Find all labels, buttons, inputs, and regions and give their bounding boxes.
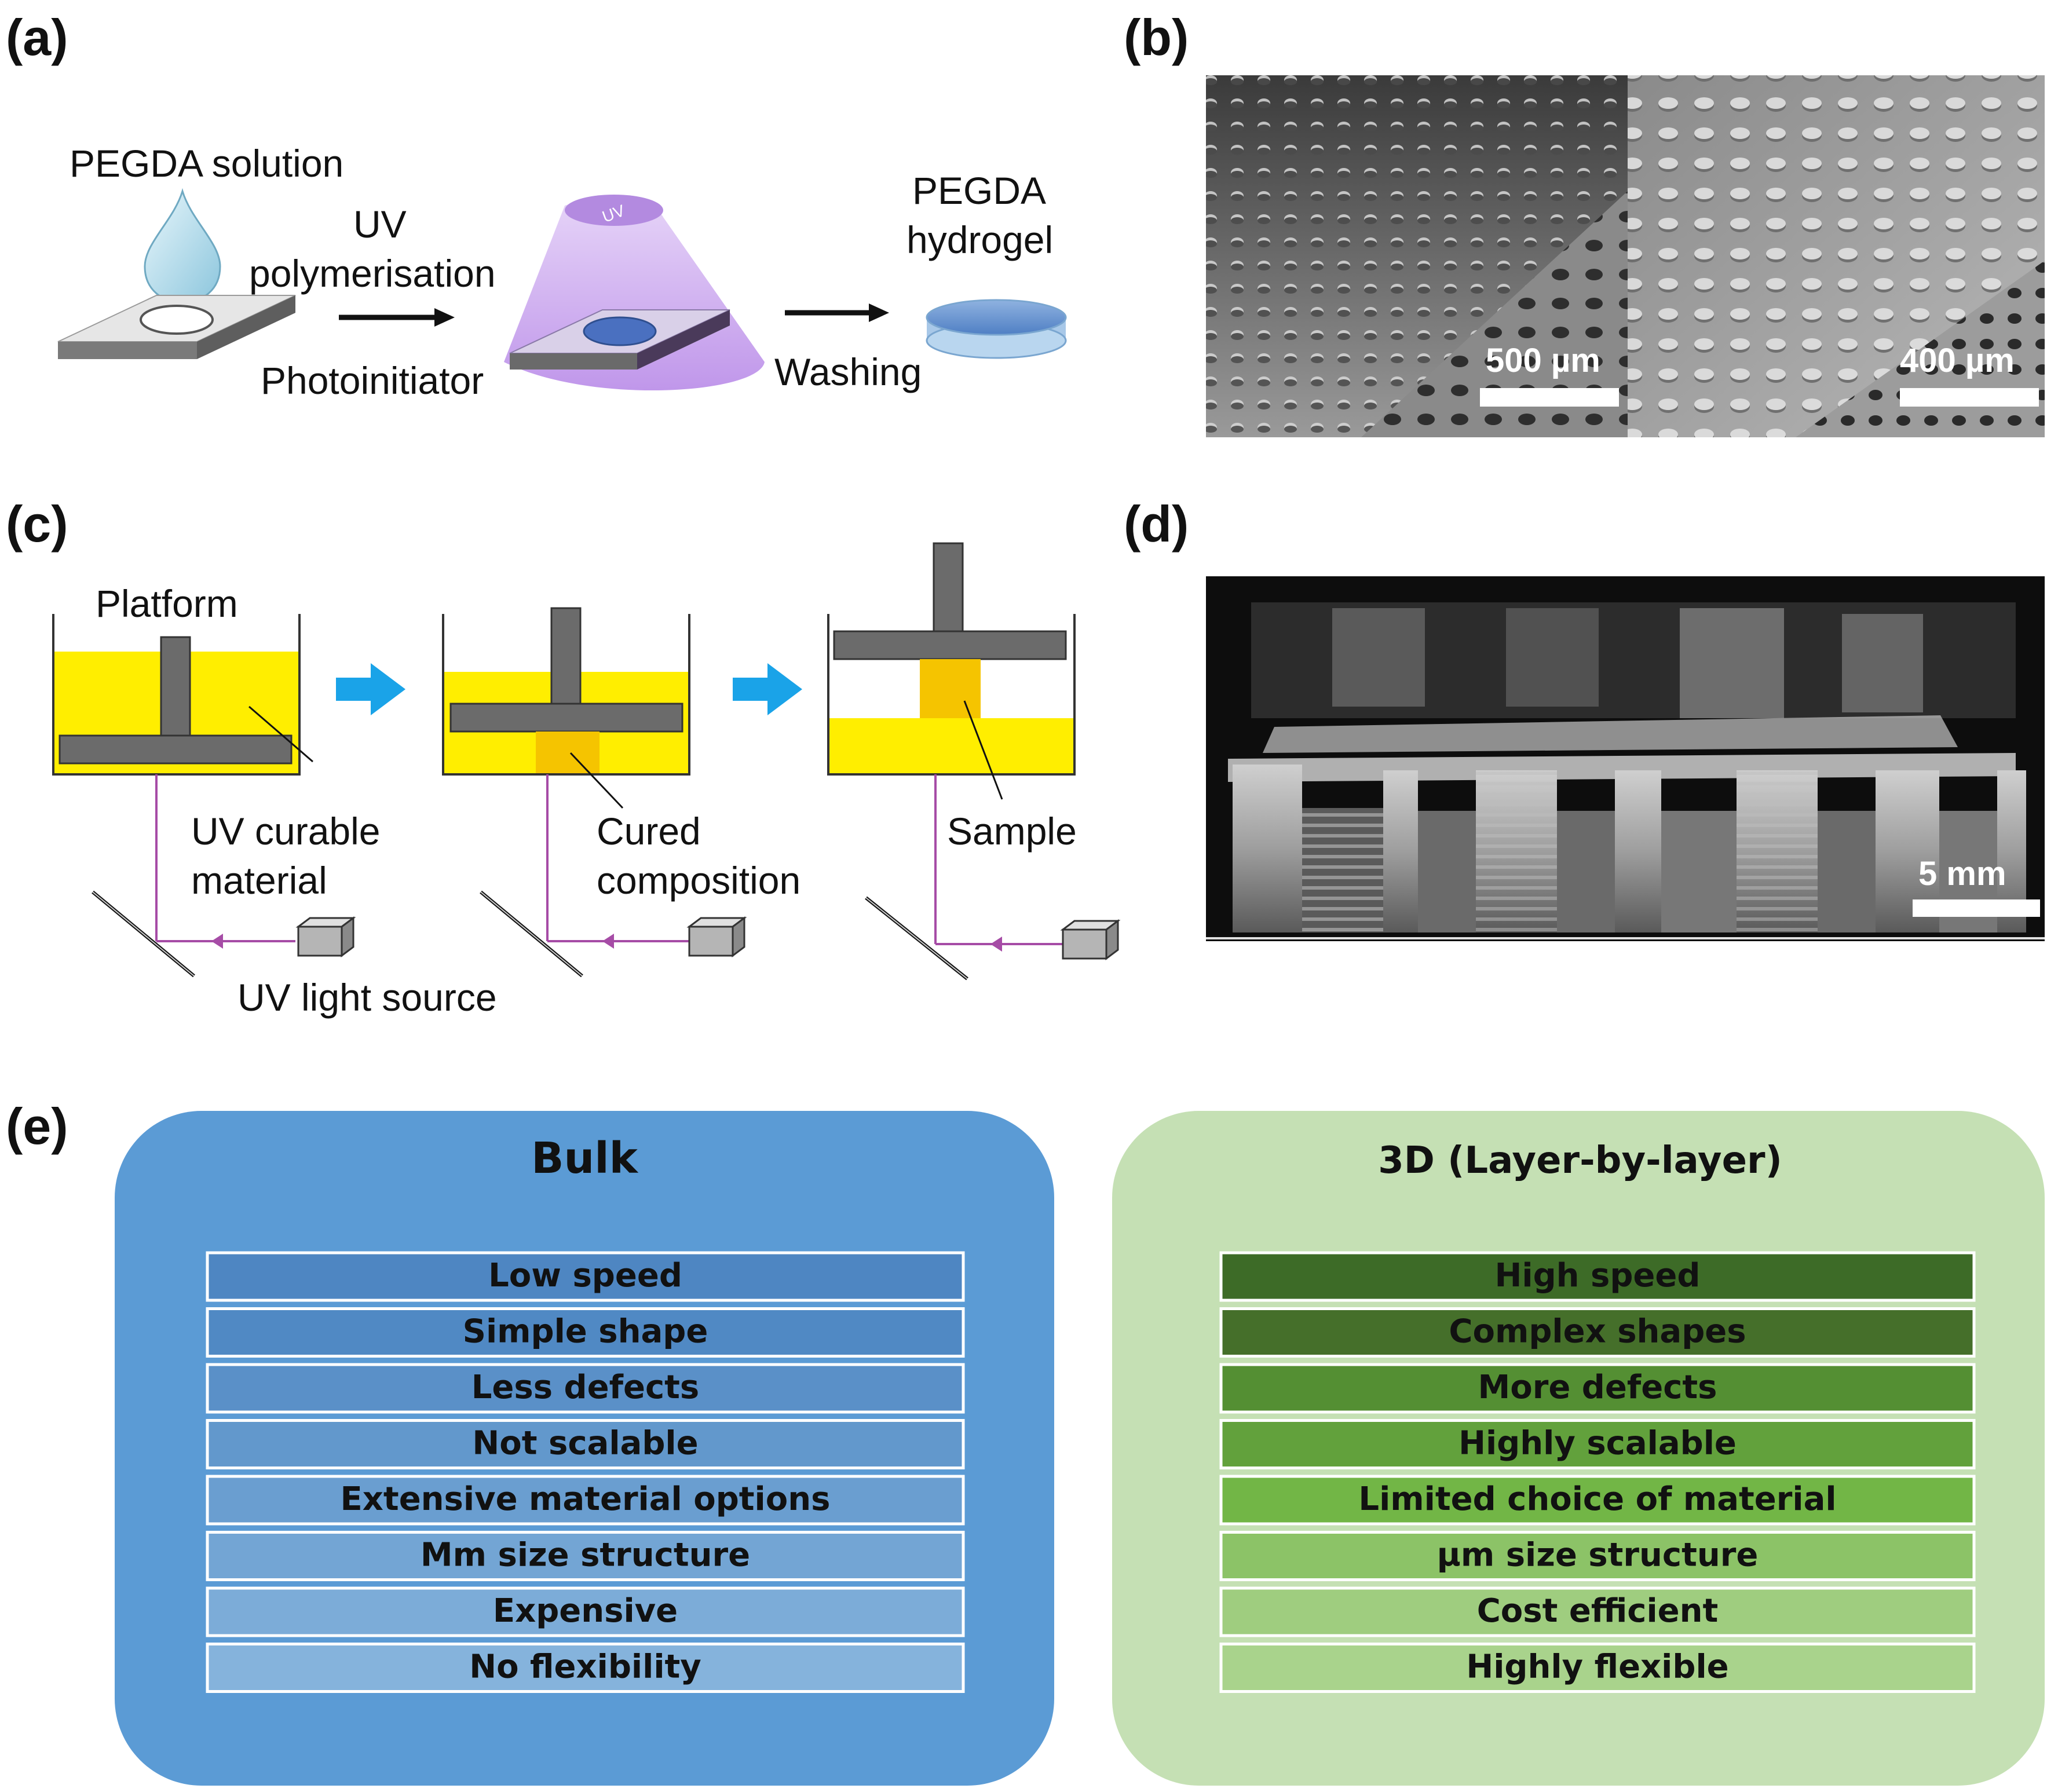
layer-row: [1219, 1419, 1976, 1469]
polymerisation-label: polymerisation: [249, 252, 496, 295]
uv-light-source-box-icon: [1060, 919, 1121, 960]
bulk-row-label: No flexibility: [469, 1648, 701, 1686]
scale-bar-right: [1900, 388, 2039, 407]
panel-d-label: (d): [1124, 495, 1189, 553]
bulk-title: Bulk: [531, 1133, 638, 1183]
bulk-row: [206, 1419, 965, 1469]
layer-row: [1219, 1251, 1976, 1302]
solution-droplet-icon: [144, 188, 221, 303]
scale-label-right: 400 µm: [1900, 342, 2015, 379]
platform-label: Platform: [96, 582, 238, 625]
scale-bar-left: [1480, 388, 1619, 407]
hydrogel-disc-icon: [926, 299, 1067, 359]
sample-label: Sample: [947, 810, 1077, 853]
layer-row: [1219, 1586, 1976, 1637]
scale-bar-d: [1913, 899, 2040, 917]
scale-label-left: 500 µm: [1486, 342, 1600, 379]
bulk-row: [206, 1363, 965, 1414]
uv-light-source-label: UV light source: [237, 976, 497, 1019]
layer-row: [1219, 1307, 1976, 1358]
vat-step-2: [442, 607, 747, 978]
cured-label-line2: composition: [597, 859, 800, 902]
layer-row-label: More defects: [1478, 1369, 1717, 1406]
panel-b: (b) 500 µm 400 µm: [1124, 9, 2045, 437]
uv-light-source-box-icon: [295, 916, 356, 957]
panel-b-label: (b): [1124, 9, 1189, 66]
sem-image-left: [1206, 75, 1628, 437]
layer-row-label: µm size structure: [1437, 1537, 1759, 1574]
panel-c: (c) Platform UV curable material UV ligh…: [6, 495, 1121, 1019]
bulk-row-label: Extensive material options: [341, 1480, 831, 1518]
panel-a: (a) PEGDA solution UV polymerisation Pho…: [6, 9, 1067, 402]
bulk-row: [206, 1643, 965, 1693]
bulk-row: [206, 1307, 965, 1358]
blue-arrow-2-icon: [733, 663, 802, 715]
hydrogel-label-line2: hydrogel: [906, 218, 1053, 261]
bulk-row-label: Mm size structure: [421, 1537, 750, 1574]
vat-step-3: [827, 542, 1121, 981]
mold-plate: [57, 295, 296, 359]
layer-title: 3D (Layer-by-layer): [1378, 1139, 1782, 1182]
bulk-row: [206, 1586, 965, 1637]
uv-curable-label-line1: UV curable: [191, 810, 381, 853]
panel-a-label: (a): [6, 9, 68, 66]
layer-row-label: Cost efficient: [1477, 1592, 1719, 1630]
cured-label-line1: Cured: [597, 810, 701, 853]
layer-row-label: Highly scalable: [1458, 1425, 1737, 1462]
arrow-to-washing: [785, 303, 889, 322]
uv-cone: UV: [504, 195, 765, 391]
uv-curable-label-line2: material: [191, 859, 327, 902]
vat-step-1: [52, 614, 356, 978]
bulk-row-label: Less defects: [471, 1369, 700, 1406]
arrow-to-uv: [339, 308, 455, 327]
layer-row: [1219, 1531, 1976, 1581]
bulk-row: [206, 1531, 965, 1581]
layer-row-label: High speed: [1495, 1257, 1701, 1294]
uv-label: UV: [353, 203, 407, 246]
bulk-row-label: Not scalable: [472, 1425, 698, 1462]
layer-row: [1219, 1643, 1976, 1693]
hydrogel-label-line1: PEGDA: [912, 169, 1046, 212]
layer-row-label: Complex shapes: [1449, 1313, 1746, 1351]
sem-image-right: [1628, 75, 2045, 437]
bulk-row-label: Low speed: [488, 1257, 682, 1294]
pegda-solution-label: PEGDA solution: [70, 142, 343, 185]
layer-row-label: Highly flexible: [1466, 1648, 1728, 1686]
photoinitiator-label: Photoinitiator: [261, 359, 484, 402]
bulk-row: [206, 1475, 965, 1526]
bulk-row-label: Expensive: [493, 1592, 678, 1630]
panel-c-label: (c): [6, 495, 68, 553]
blue-arrow-1-icon: [336, 663, 405, 715]
layer-row: [1219, 1363, 1976, 1414]
washing-label: Washing: [774, 350, 922, 393]
panel-d: (d) 5 mm: [1124, 495, 2045, 941]
layer-row-label: Limited choice of material: [1358, 1480, 1836, 1518]
printed-structure-photo: [1206, 576, 2045, 941]
uv-light-source-box-icon: [686, 916, 747, 957]
bulk-row: [206, 1251, 965, 1302]
scale-label-d: 5 mm: [1918, 855, 2006, 893]
layer-row: [1219, 1475, 1976, 1526]
panel-e-label: (e): [6, 1098, 68, 1155]
bulk-row-label: Simple shape: [463, 1313, 708, 1351]
